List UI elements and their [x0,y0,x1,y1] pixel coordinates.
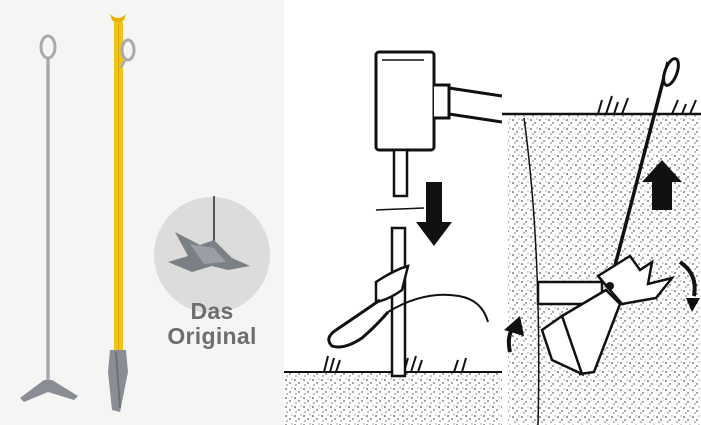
step1-hammer-panel [284,0,502,425]
product-panel: Das Original [0,0,284,425]
anchor-cable [329,300,388,347]
badge-text-das: Das [158,298,266,324]
yellow-rod-eyelet [122,40,134,60]
yellow-rod-cap [110,14,126,23]
step2-lock-panel [502,0,701,425]
lock-illustration [502,0,701,425]
hammer-illustration [284,0,502,425]
silver-rod-anchor-plate [20,380,78,402]
anchor-with-cable [329,266,488,347]
yellow-anchor-rod [108,14,134,412]
ground-soil [284,372,502,425]
silver-rod-eyelet [41,36,55,58]
silver-anchor-rod [20,36,78,402]
surface-grass [598,96,696,114]
hammer [376,52,502,150]
arrow-down-icon [416,182,452,246]
driving-rod [376,150,424,376]
product-illustration [0,0,284,425]
cable-eyelet [661,57,682,87]
hammer-handle [449,88,502,122]
badge-text-original: Original [158,323,266,349]
original-badge [154,196,270,313]
hammer-head [376,52,434,150]
